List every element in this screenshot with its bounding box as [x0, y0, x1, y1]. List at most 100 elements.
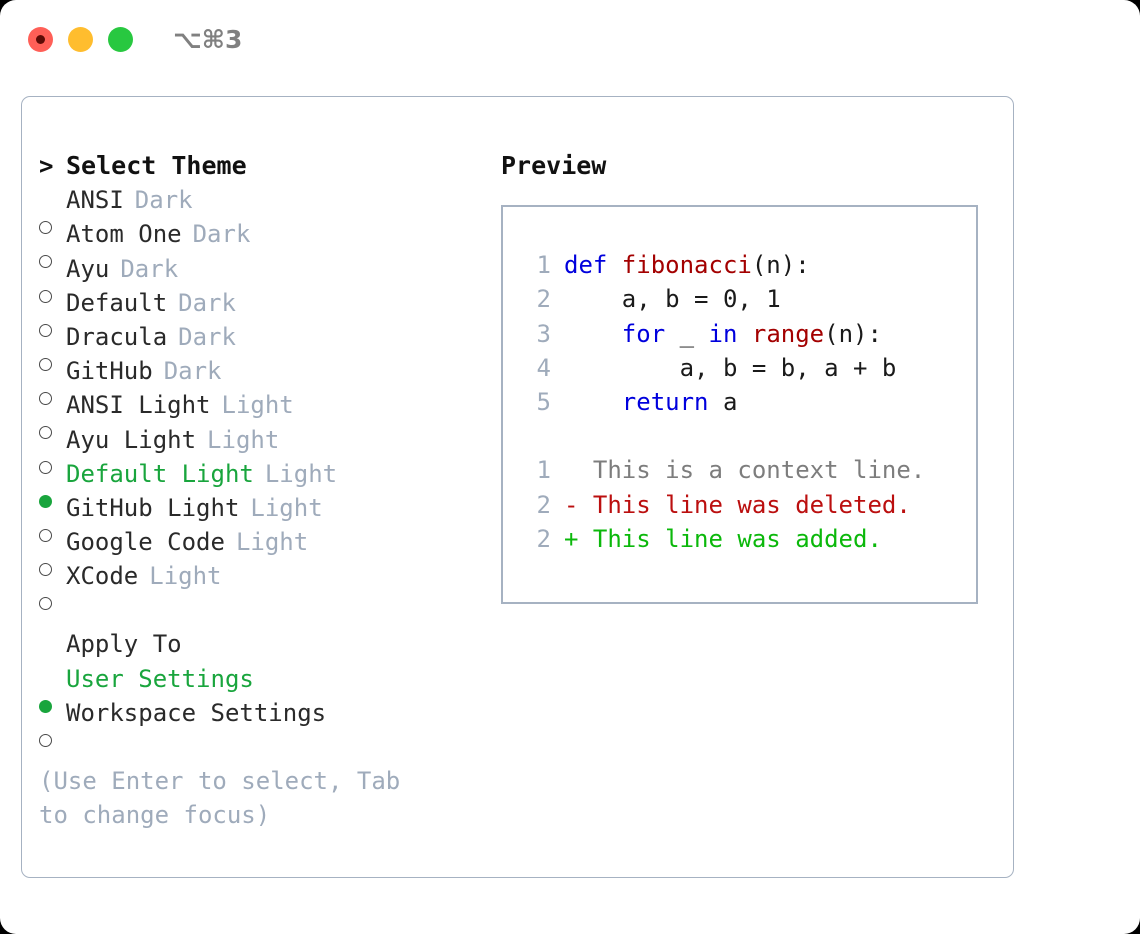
code-token-plain: [564, 320, 622, 348]
apply-to-option[interactable]: User Settings: [39, 662, 479, 713]
preview-code-line: 5 return a: [517, 385, 976, 419]
preview-code-line-text: a, b = 0, 1: [564, 282, 781, 316]
preview-title: Preview: [501, 151, 607, 180]
traffic-light-group: [28, 26, 133, 52]
theme-list-item[interactable]: ANSI Light Light: [39, 388, 479, 440]
theme-item-variant-badge: Light: [207, 425, 280, 454]
preview-code-line-number: 3: [536, 319, 551, 348]
radio-empty-icon: [39, 597, 52, 611]
preview-diff-line-text: This is a context line.: [592, 456, 926, 485]
theme-item-label: Dracula: [66, 322, 168, 351]
radio-empty-icon: [39, 357, 52, 371]
preview-code-line-text: a, b = b, a + b: [564, 351, 897, 385]
theme-item-variant-badge: Light: [250, 493, 323, 522]
theme-item-variant-badge: Light: [235, 528, 309, 557]
code-token-plain: a, b = b, a + b: [564, 353, 897, 382]
theme-item-label: Ayu: [66, 254, 110, 283]
code-token-plain: [564, 388, 622, 416]
minimize-button-icon[interactable]: [68, 26, 93, 52]
preview-code-line: 3 for _ in range(n):: [517, 317, 976, 351]
theme-list-item[interactable]: XCode Light: [39, 559, 479, 611]
radio-filled-icon: [39, 494, 52, 508]
theme-item-variant-badge: Dark: [178, 322, 236, 351]
radio-empty-icon: [39, 563, 52, 577]
theme-item-label: XCode: [66, 562, 139, 591]
preview-code-line-number: 5: [536, 388, 551, 417]
radio-empty-icon: [39, 528, 52, 542]
title-bar: ⌥⌘3: [0, 0, 1140, 78]
keyboard-shortcut-label: ⌥⌘3: [173, 24, 243, 54]
preview-code-line-number: 1: [536, 251, 551, 280]
code-token-kw: in: [708, 319, 738, 348]
code-token-plain: _: [665, 319, 709, 348]
theme-item-label: Ayu Light: [66, 425, 197, 454]
theme-item-variant-badge: Dark: [192, 220, 251, 249]
theme-item-label: Atom One: [66, 220, 182, 249]
diff-marker-gap: [578, 525, 592, 553]
maximize-button-icon[interactable]: [108, 26, 133, 52]
preview-diff-line-number: 1: [536, 456, 551, 485]
theme-list-item[interactable]: Atom One Dark: [39, 217, 479, 269]
diff-marker-gap: [578, 491, 592, 519]
code-token-fn: range: [751, 319, 825, 348]
theme-item-variant-badge: Dark: [178, 288, 236, 317]
code-token-kw: def: [564, 251, 622, 280]
radio-empty-icon: [39, 392, 52, 406]
preview-diff-line-text: This line was added.: [592, 524, 882, 553]
preview-code-line-number: 4: [536, 353, 551, 382]
preview-code-line: 1 def fibonacci(n):: [517, 248, 976, 282]
theme-item-label: Default: [66, 288, 168, 317]
diff-marker-ctx: [564, 456, 578, 484]
select-theme-header: > Select Theme: [39, 149, 479, 183]
code-token-plain: [737, 320, 751, 348]
radio-filled-icon: [39, 699, 52, 713]
theme-list-item[interactable]: Dracula Dark: [39, 320, 479, 371]
theme-list-item[interactable]: GitHub Light Light: [39, 491, 479, 542]
preview-code-line-text: for _ in range(n):: [564, 317, 882, 351]
close-button-icon[interactable]: [28, 26, 53, 52]
theme-item-label: GitHub Light: [66, 493, 240, 522]
apply-to-option[interactable]: Workspace Settings: [39, 696, 479, 747]
preview-spacer: [517, 419, 976, 453]
keyboard-hint-text: (Use Enter to select, Tab to change focu…: [39, 767, 401, 830]
preview-code-line: 2 a, b = 0, 1: [517, 282, 976, 316]
preview-code-line-text: return a: [564, 385, 738, 419]
radio-empty-icon: [39, 733, 52, 747]
theme-list-item[interactable]: Google Code Light: [39, 525, 479, 577]
preview-code-line-number: 2: [536, 285, 551, 314]
radio-empty-icon: [39, 255, 52, 269]
theme-list-item[interactable]: Ayu Light Light: [39, 423, 479, 474]
theme-item-label: Google Code: [66, 528, 225, 557]
diff-marker-gap: [578, 456, 592, 484]
theme-item-variant-badge: Light: [149, 562, 222, 591]
theme-item-label: ANSI Light: [66, 391, 211, 420]
radio-empty-icon: [39, 289, 52, 303]
apply-to-header-label: Apply To: [66, 630, 182, 659]
code-token-fn: fibonacci: [621, 251, 752, 280]
theme-item-variant-badge: Light: [221, 391, 294, 420]
code-token-plain: (n):: [751, 251, 810, 280]
preview-diff-line-number: 2: [536, 524, 551, 553]
theme-item-variant-badge: Light: [264, 459, 338, 488]
prompt-caret-icon: >: [39, 152, 54, 180]
select-theme-header-label: Select Theme: [66, 151, 247, 180]
theme-item-label: GitHub: [66, 357, 153, 386]
theme-list-item[interactable]: Default Dark: [39, 286, 479, 337]
preview-diff-line-text: This line was deleted.: [592, 490, 911, 519]
preview-diff-line-body: + This line was added.: [564, 522, 882, 556]
preview-diff-line: 2 + This line was added.: [517, 522, 976, 556]
code-token-plain: (n):: [824, 319, 882, 348]
theme-item-label: ANSI: [66, 186, 124, 215]
